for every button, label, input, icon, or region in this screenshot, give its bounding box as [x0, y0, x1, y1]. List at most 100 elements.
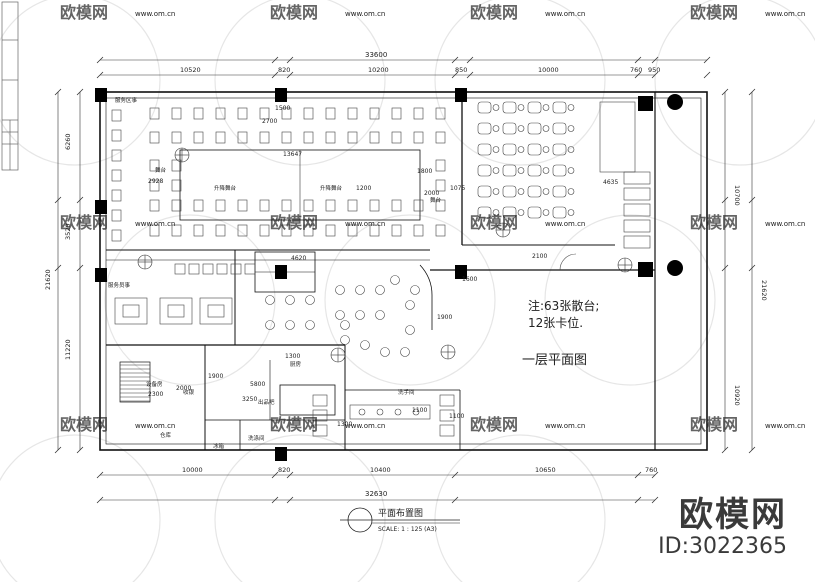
lounge-table	[265, 320, 275, 330]
watermark-url: www.om.cn	[545, 220, 585, 228]
dimension-right: 21620	[760, 280, 768, 301]
table	[303, 131, 314, 144]
booth-seat	[502, 101, 517, 114]
booth-seat	[527, 101, 542, 114]
washroom-fixtures	[312, 394, 455, 437]
table	[259, 199, 270, 212]
table	[413, 224, 424, 237]
booth-table	[567, 167, 575, 174]
watermark-brand: 欧模网	[270, 415, 318, 434]
inner-dimension: 2300	[148, 391, 163, 398]
table	[193, 199, 204, 212]
table	[111, 129, 122, 142]
table	[391, 199, 402, 212]
inner-dimension: 4635	[603, 179, 618, 186]
plant	[330, 347, 346, 363]
washbasin	[412, 408, 420, 416]
room-label: 冰箱	[213, 442, 225, 450]
table	[435, 107, 446, 120]
table	[149, 179, 160, 192]
watermark-brand: 欧模网	[60, 3, 108, 22]
lounge-table	[405, 300, 415, 310]
dimension-bottom: 10400	[370, 466, 391, 474]
room-label: 舞台	[430, 196, 442, 204]
table	[171, 107, 182, 120]
room-label: 仓库	[160, 431, 172, 439]
dimension-right: 10920	[733, 385, 741, 406]
lounge-table	[340, 335, 350, 345]
sofa-set	[114, 297, 148, 325]
table	[111, 149, 122, 162]
inner-dimension: 5800	[250, 381, 265, 388]
lounge-table	[375, 310, 385, 320]
booth-seat	[477, 143, 492, 156]
washbasin	[394, 408, 402, 416]
room-label: 出品吧	[258, 398, 275, 406]
watermark-brand: 欧模网	[690, 213, 738, 232]
plant-symbols	[137, 147, 633, 363]
table	[193, 131, 204, 144]
staircase	[120, 364, 150, 402]
table	[111, 209, 122, 222]
booth-table	[492, 125, 500, 132]
toilet-stall	[439, 409, 455, 422]
table	[111, 229, 122, 242]
plant	[440, 344, 456, 360]
column	[95, 88, 107, 102]
table	[413, 199, 424, 212]
watermark-url: www.om.cn	[765, 10, 805, 18]
booth-table	[542, 146, 550, 153]
table	[174, 263, 186, 275]
lounge-table	[355, 285, 365, 295]
booth-seat	[477, 206, 492, 219]
watermark-brand: 欧模网	[690, 3, 738, 22]
watermark-circle	[434, 434, 606, 582]
watermark-circle	[104, 214, 276, 386]
washbasin-counter	[349, 404, 431, 420]
watermark-circle	[0, 0, 161, 166]
booth-table	[567, 209, 575, 216]
booth-table	[567, 104, 575, 111]
dimension-bottom: 820	[278, 466, 290, 474]
room-label: 服务员事	[108, 281, 131, 289]
booth-table	[567, 146, 575, 153]
column	[95, 200, 107, 214]
lounge-table	[265, 295, 275, 305]
table	[149, 199, 160, 212]
booth-seat	[502, 122, 517, 135]
booth-seat	[623, 187, 651, 201]
watermark-brand: 欧模网	[470, 3, 518, 22]
lounge-table	[305, 295, 315, 305]
table	[369, 131, 380, 144]
table	[347, 107, 358, 120]
room-label: 洗涤间	[248, 434, 265, 442]
seating-note-line-2: 12张卡位.	[528, 315, 583, 330]
room-label: 设备房	[146, 380, 163, 388]
dimension-bottom: 10000	[182, 466, 203, 474]
table	[413, 131, 424, 144]
coffee-table	[207, 304, 225, 318]
toilet-stall	[312, 394, 328, 407]
booth-seat	[552, 185, 567, 198]
booth-table	[517, 125, 525, 132]
watermark-brand: 欧模网	[470, 213, 518, 232]
watermark-circle	[214, 0, 386, 166]
inner-dimension: 1900	[437, 314, 452, 321]
table	[171, 199, 182, 212]
inner-dimension: 1500	[275, 105, 290, 112]
watermark-url: www.om.cn	[765, 220, 805, 228]
table	[230, 263, 242, 275]
table	[149, 159, 160, 172]
watermark-circle	[214, 434, 386, 582]
booth-seat	[623, 235, 651, 249]
toilet-stall	[439, 424, 455, 437]
dimension-top: 820	[278, 66, 290, 74]
booth-seat	[527, 143, 542, 156]
table	[325, 224, 336, 237]
sofa-set	[159, 297, 193, 325]
booth-table	[492, 209, 500, 216]
model-id: ID:3022365	[658, 534, 787, 559]
watermark-url: www.om.cn	[135, 220, 175, 228]
